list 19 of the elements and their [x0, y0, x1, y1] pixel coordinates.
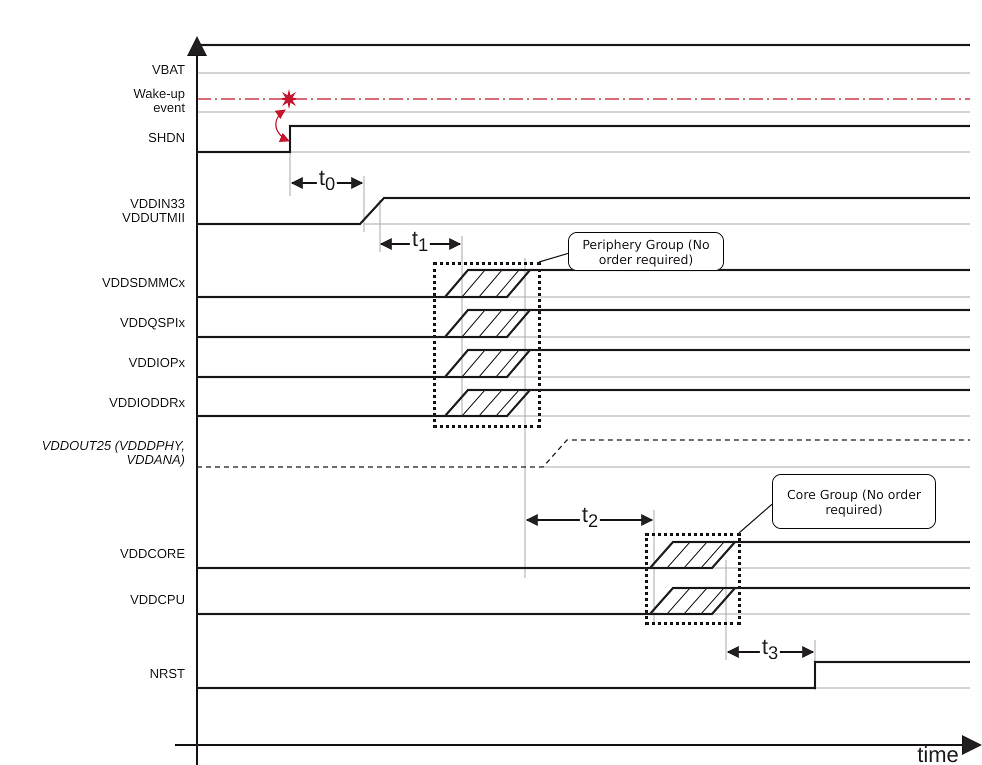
leader-line: [738, 504, 772, 534]
axis-label: time: [917, 743, 959, 765]
signal-name: Wake-up event: [132, 87, 185, 115]
signal-name: NRST: [148, 667, 185, 681]
signal-name: VBAT: [151, 63, 185, 77]
group-outline: [433, 262, 541, 428]
signal-name: VDDQSPIx: [118, 316, 185, 330]
signal-name: VDDCORE: [118, 547, 185, 561]
signal-name: VDDSDMMCx: [100, 276, 185, 290]
signal-name: VDDIODDRx: [108, 396, 185, 410]
signal-name: SHDN: [147, 131, 185, 145]
signal-name: VDDIOPx: [128, 356, 185, 370]
callout-box: Periphery Group (No order required): [568, 232, 724, 271]
group-outline: [645, 533, 741, 625]
signal-name: VDDIN33 VDDUTMII: [121, 197, 185, 225]
signal-name: VDDOUT25 (VDDDPHY, VDDANA): [40, 439, 185, 467]
leader-line: [538, 252, 568, 263]
callout-box: Core Group (No order required): [772, 474, 936, 529]
signal-name: VDDCPU: [129, 593, 185, 607]
